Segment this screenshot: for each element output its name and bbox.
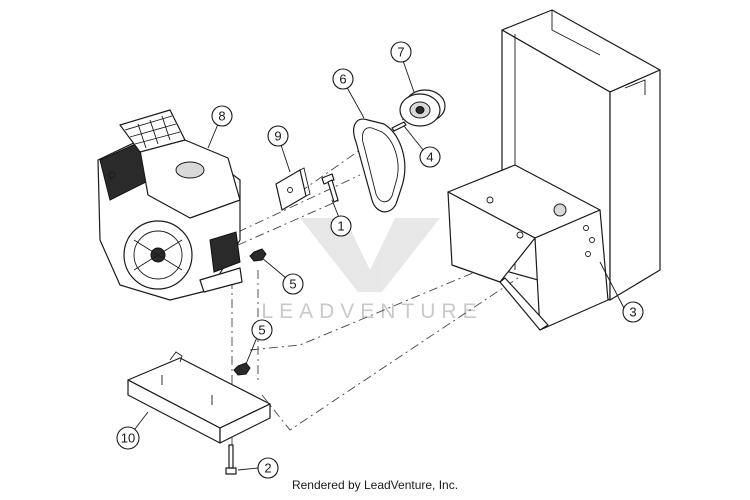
svg-text:4: 4 bbox=[426, 150, 433, 165]
svg-text:3: 3 bbox=[629, 305, 636, 320]
callout-5-upper[interactable]: 5 bbox=[282, 273, 304, 295]
callout-3[interactable]: 3 bbox=[622, 301, 644, 323]
part-5-nut-lower bbox=[233, 362, 251, 376]
svg-text:9: 9 bbox=[274, 129, 281, 144]
part-10-base bbox=[127, 351, 271, 444]
watermark-text: LEADVENTURE bbox=[261, 300, 482, 323]
callout-1[interactable]: 1 bbox=[330, 215, 352, 237]
callout-10[interactable]: 10 bbox=[116, 426, 140, 450]
watermark-logo bbox=[300, 218, 440, 292]
callout-6[interactable]: 6 bbox=[332, 68, 354, 90]
part-6-belt bbox=[353, 118, 406, 213]
svg-text:6: 6 bbox=[339, 72, 346, 87]
callout-8[interactable]: 8 bbox=[211, 105, 233, 127]
part-2-bolt bbox=[225, 444, 237, 475]
footer-credit: Rendered by LeadVenture, Inc. bbox=[291, 478, 459, 492]
svg-text:2: 2 bbox=[264, 461, 271, 476]
svg-text:5: 5 bbox=[258, 323, 265, 338]
part-4-key bbox=[391, 121, 407, 132]
svg-text:10: 10 bbox=[121, 431, 135, 446]
callout-4[interactable]: 4 bbox=[419, 146, 441, 168]
svg-text:7: 7 bbox=[397, 45, 404, 60]
callout-7[interactable]: 7 bbox=[390, 41, 412, 63]
callout-5-lower[interactable]: 5 bbox=[251, 319, 273, 341]
callout-2[interactable]: 2 bbox=[257, 457, 279, 479]
part-1-bolt bbox=[321, 173, 339, 203]
part-9-plate bbox=[275, 167, 311, 211]
svg-text:5: 5 bbox=[289, 277, 296, 292]
svg-text:1: 1 bbox=[337, 219, 344, 234]
callout-9[interactable]: 9 bbox=[267, 125, 289, 147]
svg-text:8: 8 bbox=[218, 109, 225, 124]
part-8-engine bbox=[97, 109, 243, 301]
part-3-housing bbox=[447, 9, 661, 331]
part-7-pulley bbox=[399, 89, 446, 127]
